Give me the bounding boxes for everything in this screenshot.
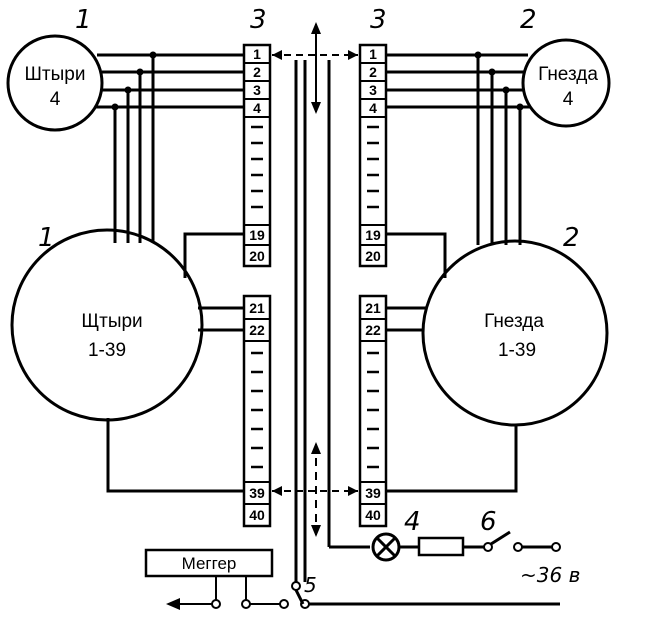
small-pins-connector (6, 34, 104, 132)
switch-icon (483, 530, 561, 552)
small-sockets-connector (521, 38, 611, 128)
right-terminal-19: 19 (365, 227, 381, 243)
switch-five-icon (291, 581, 560, 609)
right-terminal-4: 4 (369, 100, 377, 116)
big-pins-name: Щтыри (81, 311, 142, 332)
resistor-icon (417, 536, 484, 557)
big-sockets-range: 1-39 (498, 340, 536, 361)
left-terminal-3: 3 (253, 82, 261, 98)
left-bottom-cells: 21 22 39 40 (244, 300, 270, 523)
big-pins-range: 1-39 (88, 340, 126, 361)
right-strip-bottom (358, 294, 388, 528)
right-terminal-39: 39 (365, 485, 381, 501)
right-terminal-22: 22 (365, 322, 381, 338)
left-terminal-21: 21 (249, 300, 265, 316)
right-bottom-cells: 21 22 39 40 (360, 300, 386, 523)
right-top-wires (386, 51, 530, 245)
left-terminal-1: 1 (253, 46, 261, 62)
small-sockets-name: Гнезда (538, 64, 598, 85)
right-terminal-40: 40 (365, 507, 381, 523)
right-terminal-3: 3 (369, 82, 377, 98)
voltage-label: ~36 в (520, 563, 580, 587)
left-terminal-4: 4 (253, 100, 261, 116)
lamp-icon (371, 532, 419, 562)
mark-one-big: 1 (38, 223, 55, 253)
left-top-cells: 1 2 3 4 19 20 (244, 46, 270, 264)
left-top-wires (96, 51, 244, 243)
left-terminal-22: 22 (249, 322, 265, 338)
mark-four: 4 (404, 507, 421, 537)
right-terminal-21: 21 (365, 300, 381, 316)
megger-box: Меггер (144, 548, 289, 610)
mark-one-top: 1 (75, 5, 92, 35)
mark-three-left: 3 (250, 5, 267, 35)
left-terminal-40: 40 (249, 507, 265, 523)
small-pins-name: Штыри (25, 64, 86, 85)
right-terminal-20: 20 (365, 248, 381, 264)
probe-leads (294, 60, 370, 582)
left-terminal-19: 19 (249, 227, 265, 243)
small-pins-count: 4 (50, 89, 61, 110)
mark-five: 5 (304, 573, 317, 597)
mark-three-right: 3 (370, 5, 387, 35)
small-sockets-count: 4 (563, 89, 574, 110)
big-sockets-name: Гнезда (484, 311, 544, 332)
probe-pin-1 (272, 22, 358, 114)
left-terminal-20: 20 (249, 248, 265, 264)
mark-two-big: 2 (563, 223, 580, 253)
big-sockets-connector (421, 239, 609, 427)
left-terminal-2: 2 (253, 64, 261, 80)
megger-label: Меггер (182, 554, 237, 573)
left-terminal-39: 39 (249, 485, 265, 501)
right-terminal-2: 2 (369, 64, 377, 80)
probe-pin-39 (272, 442, 358, 537)
loop-wires (106, 232, 518, 493)
right-terminal-1: 1 (369, 46, 377, 62)
right-top-cells: 1 2 3 4 19 20 (360, 46, 386, 264)
mark-six: 6 (480, 507, 497, 537)
mark-two-top: 2 (520, 5, 537, 35)
